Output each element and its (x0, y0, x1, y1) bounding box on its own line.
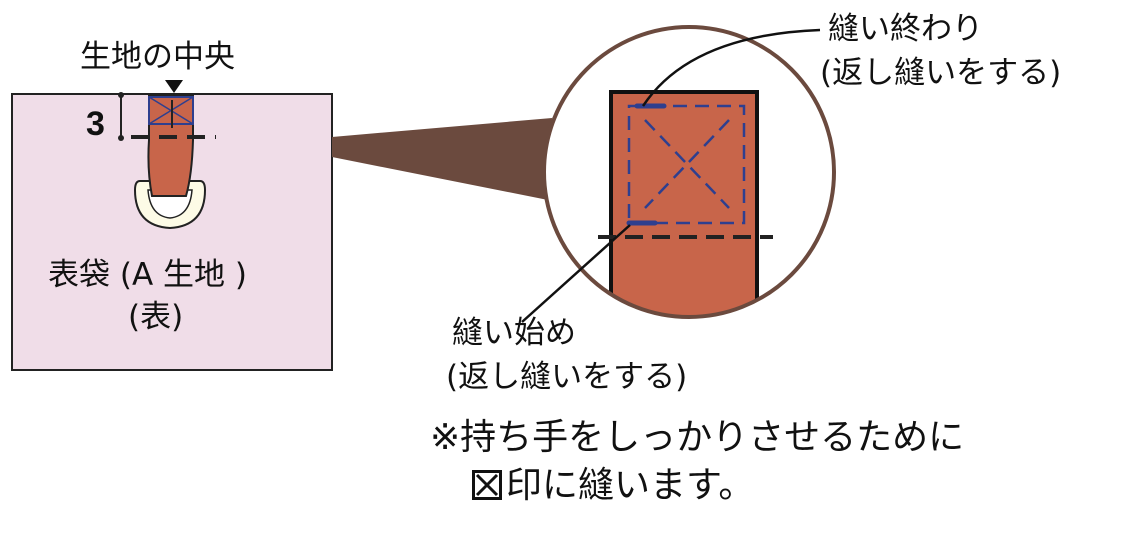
sew-end-note: (返し縫いをする) (820, 55, 1062, 91)
note-line-2: 印に縫います。 (472, 468, 754, 504)
outer-bag-label: 表袋 (A 生地 ) (48, 257, 247, 293)
sew-end-label: 縫い終わり (828, 11, 983, 47)
center-marker-icon (165, 80, 183, 93)
small-strap (147, 95, 194, 197)
sew-start-label: 縫い始め (452, 315, 576, 351)
zoom-circle-border (542, 25, 836, 319)
center-of-fabric-label: 生地の中央 (80, 39, 235, 75)
dimension-end (118, 92, 124, 98)
sew-start-note: (返し縫いをする) (446, 359, 688, 395)
dimension-end (118, 135, 124, 141)
note-line-2-text: 印に縫います。 (506, 465, 755, 506)
x-stitch-detail (627, 104, 746, 225)
leader-sew-end (641, 28, 821, 107)
note-line-1: ※持ち手をしっかりさせるために (430, 417, 965, 458)
x-box-icon (472, 470, 502, 500)
strap-detail (609, 90, 759, 317)
dimension-label: 3 (86, 105, 105, 143)
leader-sew-start (521, 224, 631, 323)
outer-side-label: (表) (128, 299, 184, 335)
zoom-wedge (332, 118, 552, 200)
